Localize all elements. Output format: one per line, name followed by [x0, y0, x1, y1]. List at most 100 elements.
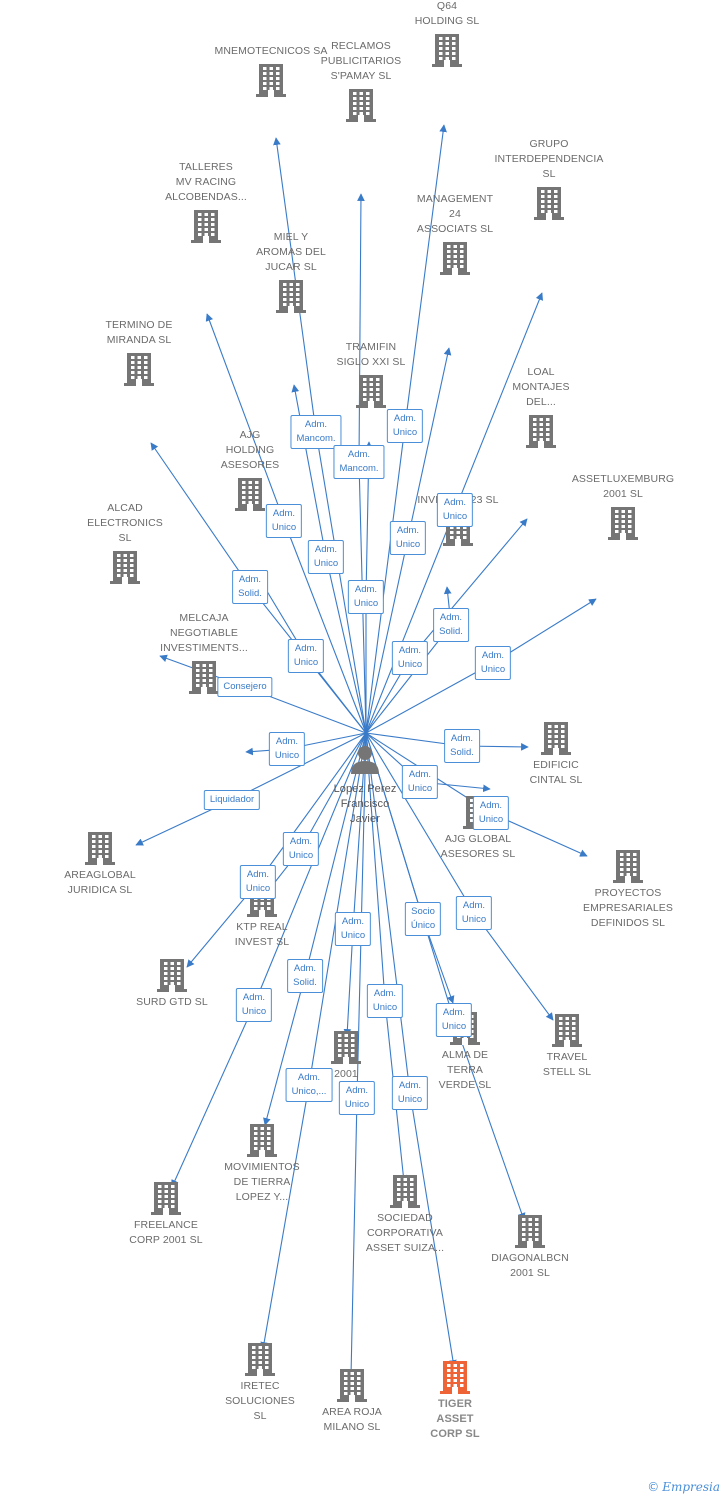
company-node-assetlux[interactable]: ASSETLUXEMBURG 2001 SL	[563, 472, 683, 540]
role-badge-2001[interactable]: Adm. Unico	[334, 912, 372, 946]
company-label: LOAL MONTAJES DEL...	[512, 366, 570, 408]
building-icon	[256, 64, 286, 97]
company-node-q64[interactable]: Q64 HOLDING SL	[387, 0, 507, 67]
company-label: FREELANCE CORP 2001 SL	[129, 1219, 203, 1246]
role-badge-edificic[interactable]: Adm. Solid.	[444, 729, 480, 763]
company-node-movimientos[interactable]: MOVIMIENTOS DE TIERRA LOPEZ Y...	[202, 1123, 322, 1205]
company-node-travelstell[interactable]: TRAVEL STELL SL	[507, 1013, 627, 1080]
company-label: AREA ROJA MILANO SL	[322, 1406, 382, 1433]
building-icon	[110, 551, 140, 584]
building-icon	[189, 661, 219, 694]
person-node[interactable]: Lopez Perez Francisco Javier	[310, 743, 420, 827]
building-icon	[331, 1031, 361, 1064]
role-badge-melcaja[interactable]: Adm. Unico	[268, 732, 306, 766]
company-label: TERMINO DE MIRANDA SL	[105, 319, 173, 346]
role-badge-q64[interactable]: Adm. Unico	[386, 409, 424, 443]
company-node-sociedad[interactable]: SOCIEDAD CORPORATIVA ASSET SUIZA...	[345, 1174, 465, 1256]
building-icon	[191, 210, 221, 243]
company-node-mnemotecnicos[interactable]: MNEMOTECNICOS SA	[211, 44, 331, 97]
company-node-ajgholding[interactable]: AJG HOLDING ASESORES	[190, 428, 310, 511]
company-node-management[interactable]: MANAGEMENT 24 ASSOCIATS SL	[395, 192, 515, 275]
company-label: TRAMIFIN SIGLO XXI SL	[336, 341, 406, 368]
role-badge-movimientos[interactable]: Adm. Solid.	[287, 959, 323, 993]
company-label: AJG GLOBAL ASESORES SL	[440, 833, 516, 860]
role-badge-surd[interactable]: Adm. Unico	[239, 865, 277, 899]
company-node-reclamos[interactable]: RECLAMOS PUBLICITARIOS S'PAMAY SL	[301, 39, 421, 122]
role-badge-areaglobal[interactable]: Liquidador	[203, 790, 261, 810]
building-icon	[552, 1014, 582, 1047]
company-label: DIAGONALBCN 2001 SL	[491, 1252, 569, 1279]
role-badge-tramifin[interactable]: Adm. Unico	[347, 580, 385, 614]
company-label: TIGER ASSET CORP SL	[430, 1398, 480, 1440]
building-icon	[276, 280, 306, 313]
company-node-edificic[interactable]: EDIFICIC CINTAL SL	[496, 721, 616, 788]
role-badge-termino[interactable]: Adm. Solid.	[232, 570, 268, 604]
company-node-mielyaromas[interactable]: MIEL Y AROMAS DEL JUCAR SL	[231, 230, 351, 313]
role-badge-invest[interactable]: Adm. Solid.	[433, 608, 469, 642]
company-label: EDIFICIC CINTAL SL	[529, 759, 583, 786]
role-badge-loal[interactable]: Adm. Unico	[391, 641, 429, 675]
company-node-alcad[interactable]: ALCAD ELECTRONICS SL	[65, 501, 185, 584]
company-node-tiger[interactable]: TIGER ASSET CORP SL	[395, 1360, 515, 1442]
role-badge-talleres[interactable]: Adm. Unico	[265, 504, 303, 538]
role-badge-ktp[interactable]: Adm. Unico	[282, 832, 320, 866]
company-label: AREAGLOBAL JURIDICA SL	[64, 869, 136, 896]
role-badge-freelance[interactable]: Adm. Unico	[235, 988, 273, 1022]
building-icon	[356, 375, 386, 408]
role-badge-sociedad[interactable]: Adm. Unico	[366, 984, 404, 1018]
role-badge-management[interactable]: Adm. Unico	[389, 521, 427, 555]
building-icon	[526, 415, 556, 448]
building-icon	[440, 1361, 470, 1394]
role-badge-mnemo[interactable]: Adm. Mancom.	[290, 415, 342, 449]
role-badge-grupo[interactable]: Adm. Unico	[436, 493, 474, 527]
role-badge-ajgglobal[interactable]: Adm. Unico	[401, 765, 439, 799]
person-name: Lopez Perez Francisco Javier	[333, 783, 397, 825]
building-icon	[85, 832, 115, 865]
company-label: RECLAMOS PUBLICITARIOS S'PAMAY SL	[320, 40, 402, 82]
brand-footer[interactable]: ©Empresia	[647, 1480, 720, 1494]
company-node-termino[interactable]: TERMINO DE MIRANDA SL	[79, 318, 199, 386]
role-badge-reclamos[interactable]: Adm. Mancom.	[333, 445, 385, 479]
building-icon	[124, 353, 154, 386]
company-node-company2001[interactable]: 2001	[286, 1030, 406, 1082]
company-label: 2001	[334, 1068, 358, 1080]
building-icon	[613, 850, 643, 883]
company-node-surdgtd[interactable]: SURD GTD SL	[112, 958, 232, 1010]
company-label: SOCIEDAD CORPORATIVA ASSET SUIZA...	[365, 1212, 445, 1254]
company-label: MNEMOTECNICOS SA	[214, 45, 328, 57]
company-node-tramifin[interactable]: TRAMIFIN SIGLO XXI SL	[311, 340, 431, 408]
role-badge-miel[interactable]: Adm. Unico	[307, 540, 345, 574]
company-node-melcaja[interactable]: MELCAJA NEGOTIABLE INVESTIMENTS...	[144, 611, 264, 694]
company-label: IRETEC SOLUCIONES SL	[225, 1380, 295, 1422]
company-node-diagonalbcn[interactable]: DIAGONALBCN 2001 SL	[470, 1214, 590, 1281]
company-node-proyectos[interactable]: PROYECTOS EMPRESARIALES DEFINIDOS SL	[568, 849, 688, 931]
role-badge-alma[interactable]: Socio Único	[404, 902, 442, 936]
role-badge-travel[interactable]: Adm. Unico	[455, 896, 493, 930]
company-label: PROYECTOS EMPRESARIALES DEFINIDOS SL	[583, 887, 673, 929]
building-icon	[534, 187, 564, 220]
company-node-areaglobal[interactable]: AREAGLOBAL JURIDICA SL	[40, 831, 160, 898]
role-badge-ajgholding[interactable]: Adm. Unico	[287, 639, 325, 673]
building-icon	[235, 478, 265, 511]
role-badge-proyectos[interactable]: Adm. Unico	[472, 796, 510, 830]
role-badge-assetlux[interactable]: Adm. Unico	[474, 646, 512, 680]
role-badge-iretec[interactable]: Adm. Unico,...	[285, 1068, 333, 1102]
company-node-loal[interactable]: LOAL MONTAJES DEL...	[481, 365, 601, 448]
role-badge-arearoja[interactable]: Adm. Unico	[338, 1081, 376, 1115]
company-node-freelance[interactable]: FREELANCE CORP 2001 SL	[106, 1181, 226, 1248]
role-badge-tiger[interactable]: Adm. Unico	[391, 1076, 429, 1110]
company-label: MIEL Y AROMAS DEL JUCAR SL	[256, 231, 326, 273]
company-node-arearoja[interactable]: AREA ROJA MILANO SL	[292, 1368, 412, 1435]
company-label: AJG HOLDING ASESORES	[220, 429, 280, 471]
company-label: SURD GTD SL	[136, 996, 208, 1008]
building-icon	[245, 1343, 275, 1376]
role-badge-alcad[interactable]: Consejero	[217, 677, 273, 697]
company-label: ALMA DE TERRA VERDE SL	[438, 1049, 492, 1091]
company-label: TALLERES MV RACING ALCOBENDAS...	[165, 161, 247, 203]
building-icon	[346, 89, 376, 122]
company-node-grupo[interactable]: GRUPO INTERDEPENDENCIA SL	[489, 137, 609, 220]
company-node-talleres[interactable]: TALLERES MV RACING ALCOBENDAS...	[146, 160, 266, 243]
company-label: TRAVEL STELL SL	[542, 1051, 592, 1078]
role-badge-diagonal[interactable]: Adm. Unico	[435, 1003, 473, 1037]
company-node-iretec[interactable]: IRETEC SOLUCIONES SL	[200, 1342, 320, 1424]
